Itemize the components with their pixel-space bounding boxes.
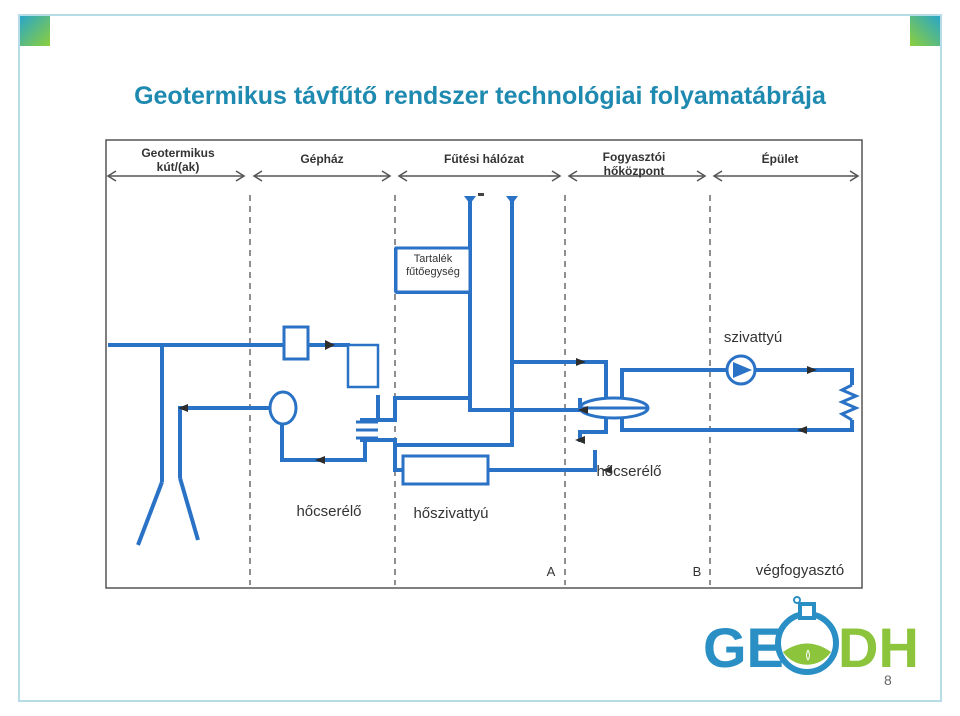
section-dividers bbox=[249, 195, 711, 585]
section-substation-label-1: Fogyasztói bbox=[603, 150, 666, 164]
return-marker-icon bbox=[506, 196, 518, 204]
diagram-frame bbox=[105, 139, 863, 589]
section-network-label: Fűtési hálózat bbox=[444, 152, 524, 166]
geodh-logo: GE DH bbox=[703, 596, 919, 679]
gas-separator-tank bbox=[346, 343, 380, 389]
flow-arrow-icon bbox=[578, 406, 588, 414]
slide-frame bbox=[18, 14, 942, 702]
section-well-label-2: kút/(ak) bbox=[157, 160, 200, 174]
substation-heat-exchanger-label: hőcserélő bbox=[596, 463, 661, 480]
well-casing-left bbox=[136, 481, 164, 546]
section-substation-label-2: hőközpont bbox=[604, 164, 665, 178]
well-pipe-supply bbox=[108, 343, 164, 482]
logo-text-left: GE bbox=[703, 616, 784, 679]
flow-arrow-icon bbox=[602, 466, 612, 474]
supply-marker-icon bbox=[464, 196, 476, 204]
flow-arrow-icon bbox=[576, 358, 586, 366]
slide-title: Geotermikus távfűtő rendszer technológia… bbox=[134, 82, 826, 110]
pump-icon bbox=[733, 362, 752, 378]
point-a-label: A bbox=[547, 564, 556, 579]
pump-label: szivattyú bbox=[724, 329, 782, 346]
flow-arrow-icon bbox=[325, 340, 335, 350]
section-well-label-1: Geotermikus bbox=[141, 146, 215, 160]
logo-text-right: DH bbox=[838, 616, 919, 679]
section-building-label: Épület bbox=[762, 151, 799, 166]
reserve-heater-label-1: Tartalék bbox=[414, 253, 453, 265]
corner-decoration-right bbox=[910, 16, 940, 46]
end-consumer-label: végfogyasztó bbox=[756, 562, 844, 579]
flow-arrow-icon bbox=[178, 404, 188, 412]
point-b-label: B bbox=[693, 564, 702, 579]
heat-pump-box bbox=[401, 454, 490, 486]
page-number: 8 bbox=[884, 672, 892, 688]
flow-arrow-icon bbox=[315, 456, 325, 464]
section-arrows bbox=[106, 170, 860, 182]
heat-pump-label: hőszivattyú bbox=[413, 505, 488, 522]
section-plant-label: Gépház bbox=[300, 152, 343, 166]
degasser-vessel bbox=[268, 390, 298, 426]
well-separator bbox=[282, 325, 310, 361]
corner-decoration-left bbox=[20, 16, 50, 46]
flow-arrow-icon bbox=[807, 366, 817, 374]
reserve-heater-label-2: fűtőegység bbox=[406, 266, 460, 278]
plant-heat-exchanger-label: hőcserélő bbox=[296, 503, 361, 520]
radiator-coil bbox=[838, 383, 860, 422]
plant-heat-exchanger bbox=[356, 420, 378, 440]
flow-arrows bbox=[178, 340, 817, 474]
well-casing-right bbox=[178, 477, 200, 541]
flow-arrow-icon bbox=[797, 426, 807, 434]
well-pipe-return bbox=[178, 406, 250, 478]
flow-arrow-icon bbox=[575, 436, 585, 444]
reserve-heater-box bbox=[394, 246, 472, 294]
network-supply-vertical bbox=[378, 200, 472, 422]
